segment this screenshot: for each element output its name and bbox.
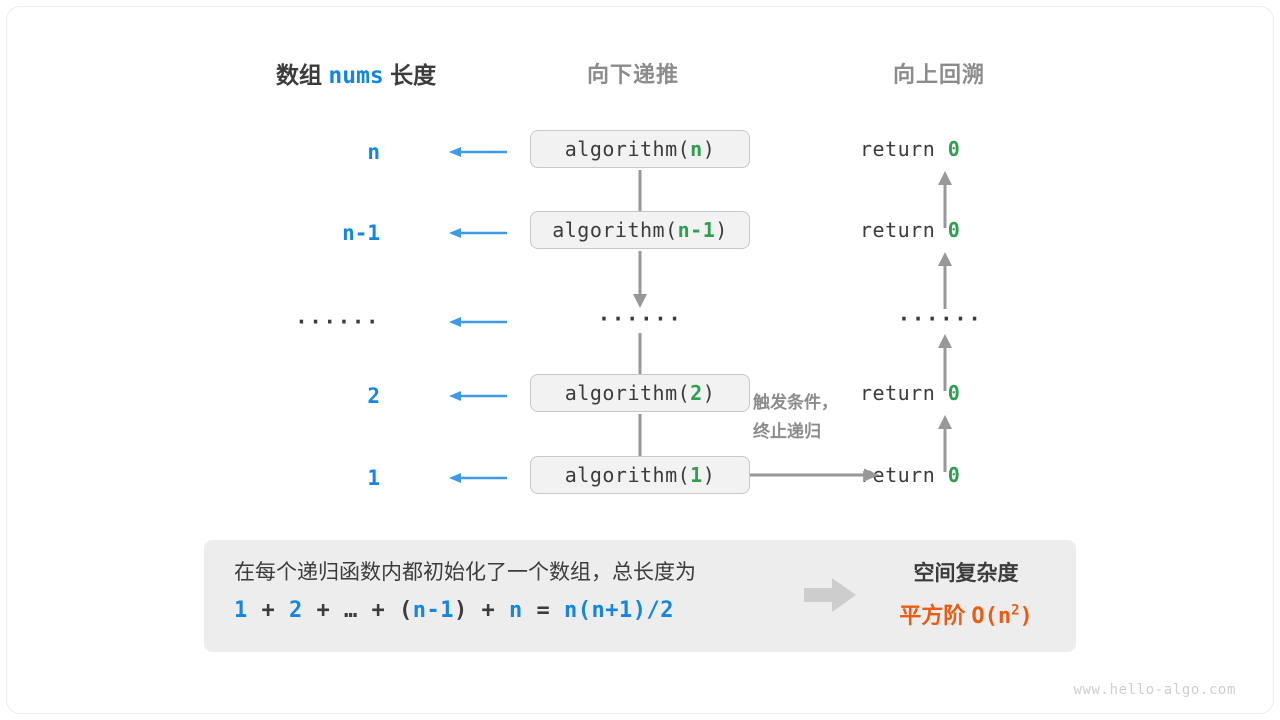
length-label: 1 xyxy=(367,466,380,490)
up-connector-arrow-icon xyxy=(938,171,952,228)
return-keyword: return xyxy=(860,137,936,161)
complexity-label: 平方阶 xyxy=(899,603,966,628)
return-value: 0 xyxy=(947,463,961,487)
up-connector-arrow-icon xyxy=(938,334,952,391)
recursion-row: 1 algorithm(1) return 0 xyxy=(0,456,1280,500)
complexity-title: 空间复杂度 xyxy=(913,562,1019,585)
header-array-prefix: 数组 xyxy=(276,62,322,88)
call-box: algorithm(n) xyxy=(530,130,750,168)
recursion-row: 2 algorithm(2) return 0 xyxy=(0,374,1280,418)
call-argument: 2 xyxy=(690,381,703,405)
terminate-line-1: 触发条件， xyxy=(753,393,838,412)
return-keyword: return xyxy=(860,381,936,405)
return-label: return 0 xyxy=(860,456,1080,494)
thick-right-arrow-icon xyxy=(804,578,856,612)
complexity-bigo: O(n xyxy=(971,604,1012,629)
call-argument: n xyxy=(690,137,703,161)
call-prefix: algorithm( xyxy=(564,137,691,161)
return-ellipsis: ······ xyxy=(897,307,983,331)
blue-left-arrow-icon xyxy=(449,317,507,327)
return-keyword: return xyxy=(860,218,936,242)
return-label: return 0 xyxy=(860,374,1080,412)
header-array-keyword: nums xyxy=(328,63,384,89)
return-value: 0 xyxy=(947,137,961,161)
return-value: 0 xyxy=(947,381,961,405)
formula-term-4: n-1 xyxy=(412,598,454,623)
call-argument: 1 xyxy=(690,463,703,487)
terminate-line-2: 终止递归 xyxy=(753,422,821,441)
formula-lparen: ( xyxy=(399,598,413,623)
formula-ellipsis: … xyxy=(344,598,358,623)
length-label: n-1 xyxy=(342,221,380,245)
blue-left-arrow-icon xyxy=(449,391,507,401)
summary-panel: 在每个递归函数内都初始化了一个数组，总长度为 1 + 2 + … + (n-1)… xyxy=(204,540,1076,652)
formula-equals: = xyxy=(536,598,551,623)
complexity-close-paren: ) xyxy=(1019,604,1033,629)
call-suffix: ) xyxy=(702,137,716,161)
call-suffix: ) xyxy=(715,218,728,242)
formula-op-1: + xyxy=(261,598,276,623)
complexity-block: 空间复杂度 平方阶 O(n2) xyxy=(876,558,1056,630)
recursion-row-ellipsis: ······ ······ ······ xyxy=(0,300,1280,344)
blue-left-arrow-icon xyxy=(449,473,507,483)
return-label: return 0 xyxy=(860,211,1080,249)
call-argument: n-1 xyxy=(677,218,716,242)
formula-op-4: + xyxy=(481,598,496,623)
call-box: algorithm(2) xyxy=(530,374,750,412)
call-suffix: ) xyxy=(702,381,716,405)
call-prefix: algorithm( xyxy=(564,463,691,487)
call-prefix: algorithm( xyxy=(552,218,678,242)
formula-op-2: + xyxy=(316,598,331,623)
down-connector-arrow-icon xyxy=(633,251,647,308)
length-label: 2 xyxy=(367,384,380,408)
length-label: n xyxy=(367,140,380,164)
call-box: algorithm(1) xyxy=(530,456,750,494)
formula-rparen: ) xyxy=(454,598,468,623)
summary-description: 在每个递归函数内都初始化了一个数组，总长度为 xyxy=(234,561,696,584)
call-prefix: algorithm( xyxy=(564,381,691,405)
formula-op-3: + xyxy=(371,598,386,623)
blue-left-arrow-icon xyxy=(449,147,507,157)
watermark: www.hello-algo.com xyxy=(1073,682,1236,698)
call-suffix: ) xyxy=(702,463,716,487)
complexity-value: 平方阶 O(n2) xyxy=(876,598,1056,630)
recursion-row: n algorithm(n) return 0 xyxy=(0,130,1280,174)
blue-left-arrow-icon xyxy=(449,228,507,238)
call-ellipsis: ······ xyxy=(597,307,683,331)
formula-result: n(n+1)/2 xyxy=(564,598,674,623)
column-header-array-length: 数组 nums 长度 xyxy=(276,56,436,90)
return-value: 0 xyxy=(947,218,961,242)
summary-text-block: 在每个递归函数内都初始化了一个数组，总长度为 1 + 2 + … + (n-1)… xyxy=(234,556,794,623)
column-header-recurse-down: 向下递推 xyxy=(587,62,680,87)
base-case-right-arrow-icon xyxy=(750,468,879,482)
up-connector-arrow-icon xyxy=(938,415,952,472)
length-label-ellipsis: ······ xyxy=(295,310,380,334)
column-header-return-up: 向上回溯 xyxy=(893,62,986,87)
formula-term-2: 2 xyxy=(289,598,303,623)
header-array-suffix: 长度 xyxy=(390,62,437,88)
summary-formula: 1 + 2 + … + (n-1) + n = n(n+1)/2 xyxy=(234,598,794,623)
call-box: algorithm(n-1) xyxy=(530,211,750,249)
up-connector-arrow-icon xyxy=(938,252,952,309)
formula-term-5: n xyxy=(509,598,523,623)
complexity-exponent: 2 xyxy=(1011,602,1020,619)
terminate-annotation: 触发条件， 终止递归 xyxy=(753,388,873,446)
recursion-row: n-1 algorithm(n-1) return 0 xyxy=(0,211,1280,255)
return-label: return 0 xyxy=(860,130,1080,168)
formula-term-1: 1 xyxy=(234,598,248,623)
